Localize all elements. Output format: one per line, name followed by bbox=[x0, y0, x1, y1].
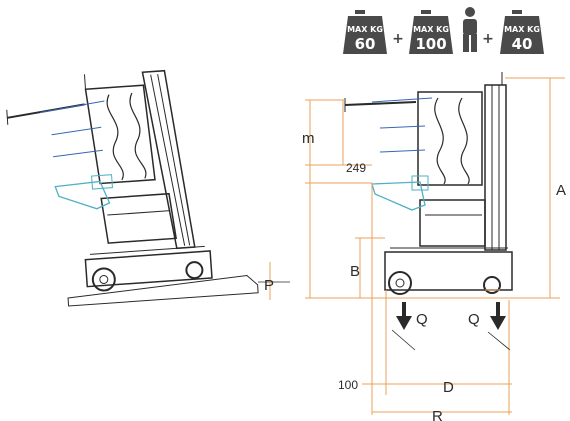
dim-label-r: R bbox=[432, 408, 443, 421]
load-arrow-icon bbox=[490, 302, 506, 330]
dim-label-q-right: Q bbox=[468, 311, 480, 328]
person-icon bbox=[463, 7, 477, 52]
dimension-p: P bbox=[258, 262, 290, 300]
dim-label-249: 249 bbox=[346, 161, 366, 175]
dim-label-d: D bbox=[443, 379, 454, 396]
badge-60-value: 60 bbox=[355, 35, 376, 53]
load-arrow-icon bbox=[396, 302, 412, 330]
dim-label-100: 100 bbox=[338, 378, 358, 392]
dim-label-m: m bbox=[302, 130, 315, 147]
dim-label-b: B bbox=[350, 263, 360, 280]
load-badges: MAX KG 60 + MAX KG 100 + MAX KG 40 bbox=[343, 7, 544, 54]
plus-sign-1: + bbox=[392, 31, 404, 47]
badge-40-label: MAX KG bbox=[504, 25, 540, 34]
weight-icon: MAX KG 40 bbox=[500, 10, 544, 54]
machine-tilted-view bbox=[6, 69, 259, 307]
machine-upright-view bbox=[344, 72, 513, 295]
dim-label-q-left: Q bbox=[416, 311, 428, 328]
badge-100-label: MAX KG bbox=[413, 25, 449, 34]
weight-icon: MAX KG 100 bbox=[409, 10, 453, 54]
dim-label-p: P bbox=[264, 277, 274, 294]
dimension-lines bbox=[305, 77, 565, 415]
plus-sign-2: + bbox=[482, 31, 494, 47]
badge-60-label: MAX KG bbox=[347, 25, 383, 34]
weight-icon: MAX KG 60 bbox=[343, 10, 387, 54]
badge-40-value: 40 bbox=[512, 35, 533, 53]
dim-label-a: A bbox=[556, 182, 566, 199]
badge-100-value: 100 bbox=[415, 35, 446, 53]
